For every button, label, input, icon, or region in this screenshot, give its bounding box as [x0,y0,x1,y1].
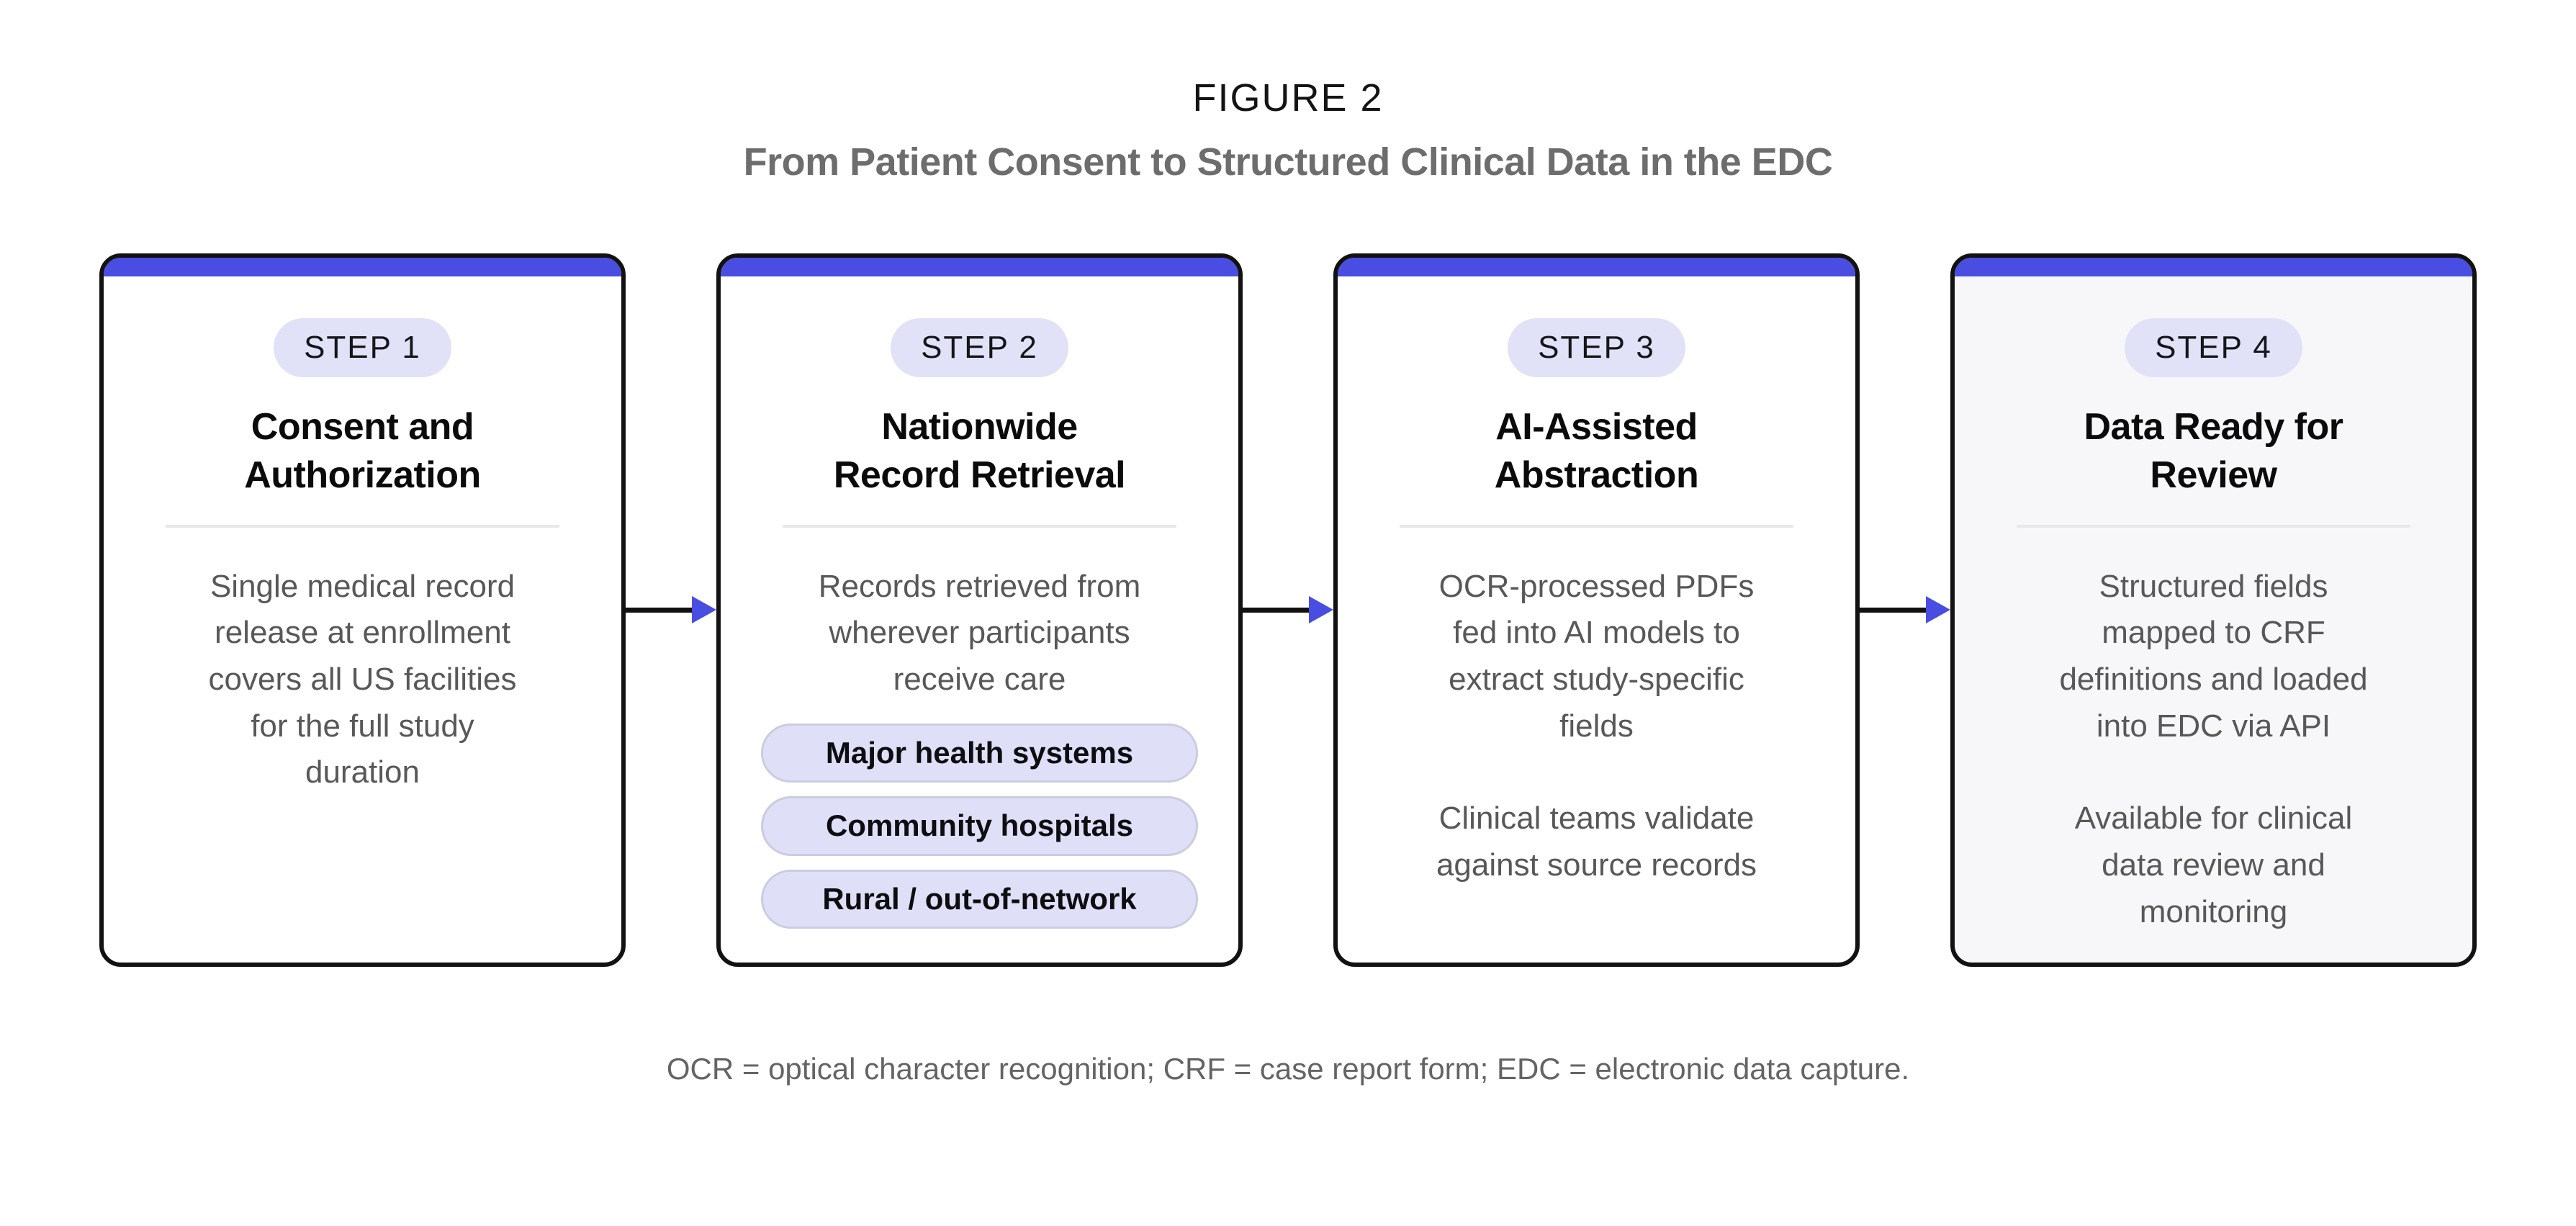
facility-pill: Major health systems [761,723,1198,783]
arrow-right-icon [1309,596,1333,624]
arrow-shaft [1860,607,1926,613]
card-divider [166,524,559,528]
step-badge: STEP 4 [2125,317,2302,377]
arrow-connector-2 [1243,253,1333,967]
card-accent-bar [1955,257,2472,276]
figure-title: From Patient Consent to Structured Clini… [743,140,1833,184]
step-description: Clinical teams validate against source r… [1436,801,1757,883]
arrow-shaft [1243,607,1309,613]
figure-label: FIGURE 2 [1192,76,1384,120]
arrow-right-icon [692,596,716,624]
figure-header: FIGURE 2 From Patient Consent to Structu… [0,0,2576,186]
card-accent-bar [1338,257,1855,276]
step-description: Structured fields mapped to CRF definiti… [2059,568,2368,744]
step-title-line: Abstraction [1494,454,1699,497]
facility-pill: Community hospitals [761,796,1198,856]
card-divider [2017,524,2410,528]
step-description: OCR-processed PDFs fed into AI models to… [1438,568,1755,744]
step-badge: STEP 2 [891,317,1068,377]
step-title-line: Review [2150,454,2277,497]
card-divider [783,524,1176,528]
step-title-line: Record Retrieval [833,454,1126,497]
step-badge: STEP 1 [274,317,451,377]
abbreviation-footnote: OCR = optical character recognition; CRF… [666,1051,1910,1086]
step-description: Single medical record release at enrollm… [208,568,517,790]
step-badge: STEP 3 [1508,317,1685,377]
flow-arrow [1860,596,1950,624]
step-description: Available for clinical data review and m… [2074,801,2353,929]
flow-arrow [626,596,716,624]
step-title-line: Data Ready for [2084,405,2344,448]
card-accent-bar [104,257,621,276]
facility-pill-list: Major health systems Community hospitals… [761,723,1198,929]
step-title-line: Authorization [244,454,481,497]
card-accent-bar [721,257,1238,276]
step-title-line: Consent and [251,405,474,448]
step-title-line: Nationwide [881,405,1078,448]
card-divider [1400,524,1793,528]
flow-arrow [1243,596,1333,624]
arrow-shaft [626,607,692,613]
step-title-line: AI-Assisted [1495,405,1698,448]
arrow-connector-1 [626,253,716,967]
arrow-right-icon [1926,596,1950,624]
arrow-connector-3 [1860,253,1950,967]
step-description: Records retrieved from wherever particip… [818,568,1141,698]
facility-pill: Rural / out-of-network [761,869,1198,929]
